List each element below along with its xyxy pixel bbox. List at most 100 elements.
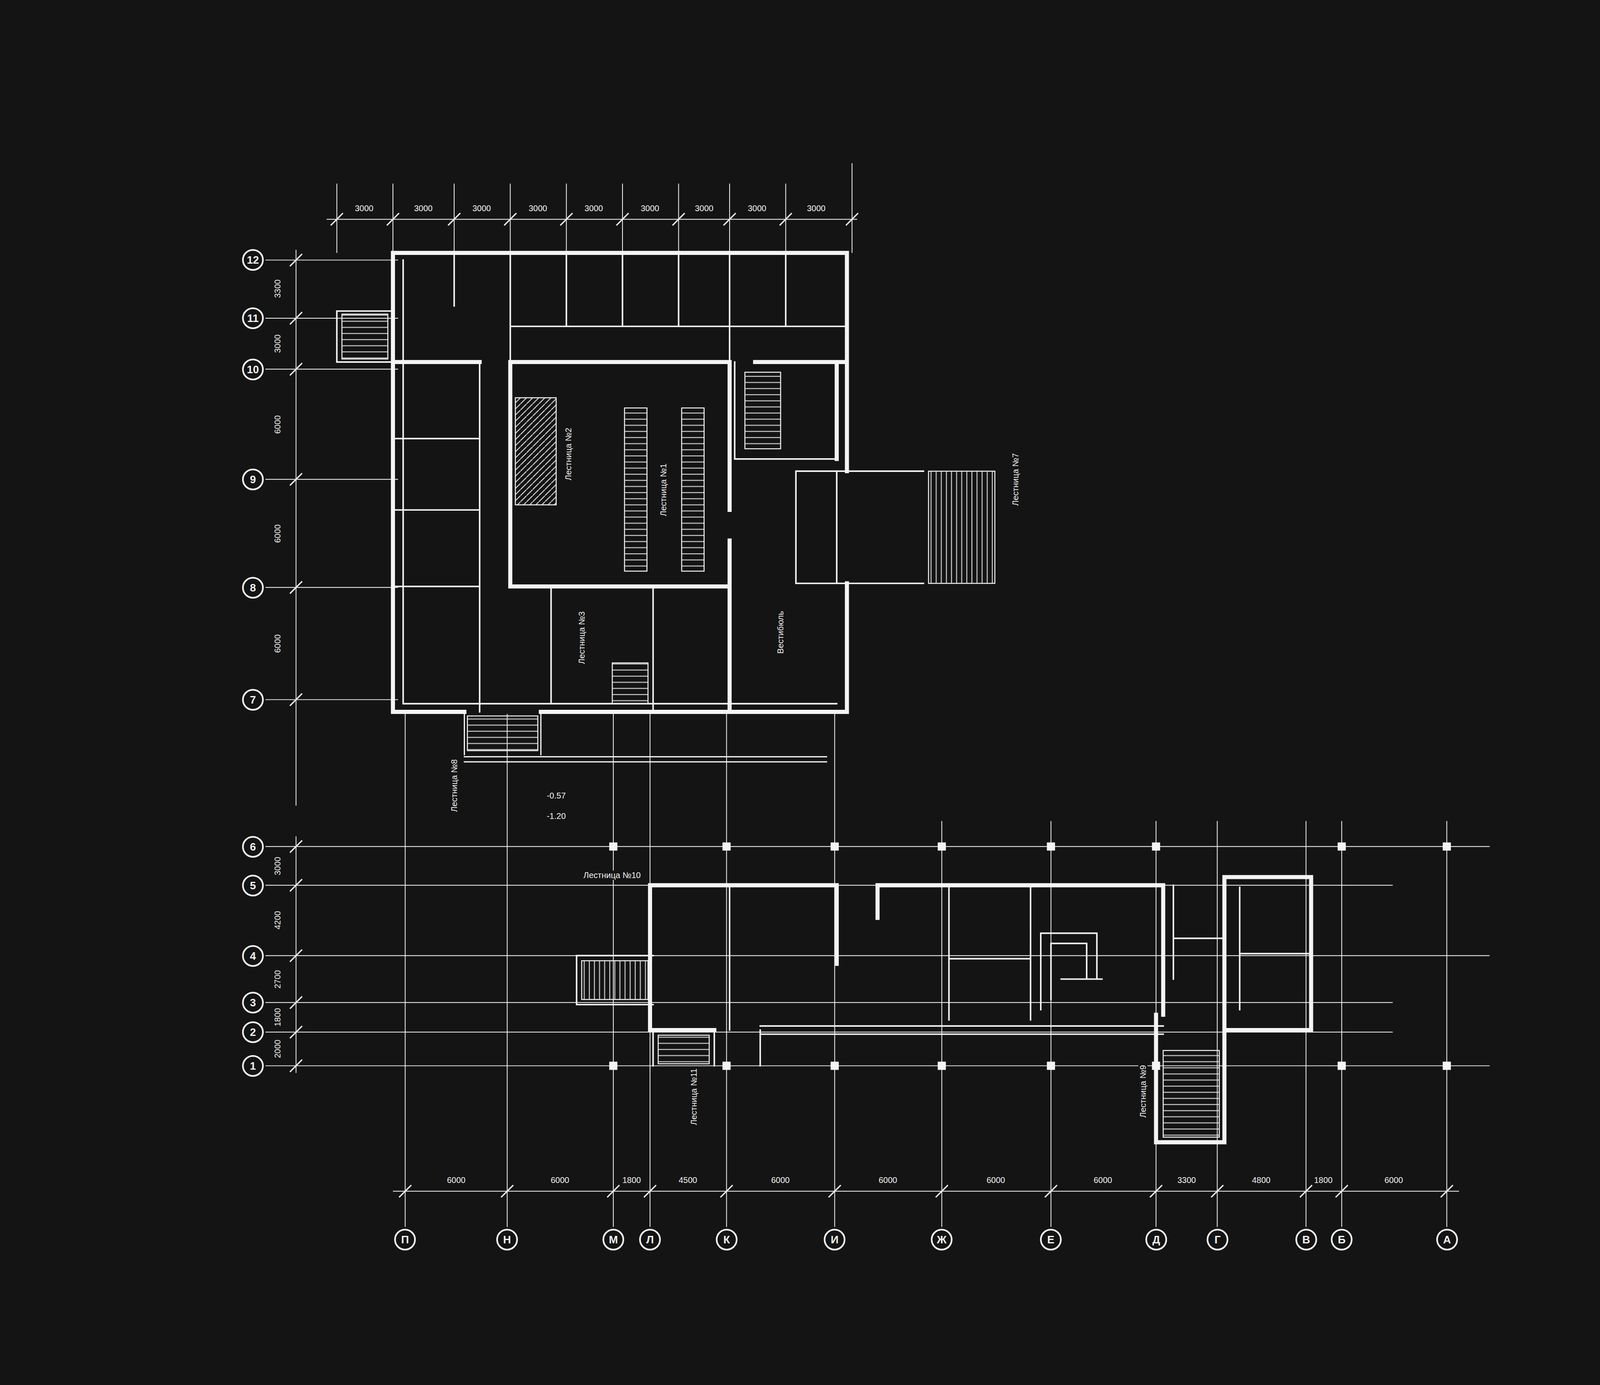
axis-mark: 11 bbox=[247, 312, 259, 324]
columns bbox=[609, 842, 1451, 1070]
dimension-text: 6000 bbox=[877, 1175, 899, 1185]
axis-line bbox=[405, 714, 1447, 1228]
axis-bubble: М bbox=[602, 1229, 625, 1251]
dimension-text: 3300 bbox=[272, 278, 283, 300]
axis-bubble: Л bbox=[639, 1229, 661, 1251]
axis-bubble: Е bbox=[1040, 1229, 1062, 1251]
axis-bubble: 10 bbox=[242, 358, 264, 381]
axis-mark: Г bbox=[1214, 1234, 1221, 1246]
axis-mark: 8 bbox=[250, 582, 256, 594]
axis-bubble: Ж bbox=[930, 1229, 953, 1251]
dimension-text: 3000 bbox=[412, 203, 435, 213]
axis-bubble: 3 bbox=[242, 992, 264, 1014]
dimension-text: 2000 bbox=[272, 1038, 283, 1060]
dimension-text: 3000 bbox=[639, 203, 661, 213]
axis-bubble: 8 bbox=[242, 577, 264, 599]
axis-mark: 6 bbox=[250, 841, 256, 853]
axis-mark: П bbox=[401, 1234, 410, 1246]
axis-mark: В bbox=[1302, 1234, 1311, 1246]
axis-mark: М bbox=[608, 1234, 618, 1246]
dimension-text: 3000 bbox=[272, 855, 283, 878]
dimension-text: 6000 bbox=[445, 1175, 468, 1185]
room-label: Лестница №9 bbox=[1138, 1064, 1148, 1120]
stairs bbox=[342, 314, 1220, 1138]
dimension-text: 3000 bbox=[272, 333, 283, 355]
stair-flight bbox=[681, 407, 705, 572]
room-label: Лестница №8 bbox=[449, 758, 459, 814]
axis-mark: Л bbox=[646, 1234, 654, 1246]
axis-mark: И bbox=[830, 1234, 839, 1246]
axis-mark: Н bbox=[503, 1234, 512, 1246]
dimension-text: 6000 bbox=[985, 1175, 1007, 1185]
dimension-text: 6000 bbox=[1383, 1175, 1405, 1185]
axis-mark: 10 bbox=[247, 364, 260, 375]
room-label: Вестибюль bbox=[775, 610, 785, 656]
axis-mark: 12 bbox=[247, 254, 260, 266]
dimension-text: 3300 bbox=[1176, 1175, 1198, 1185]
axis-bubble: 1 bbox=[242, 1055, 264, 1078]
room-label: Лестница №10 bbox=[582, 870, 642, 880]
bearing-wall bbox=[650, 877, 1312, 1143]
axis-line bbox=[265, 260, 398, 700]
room-label: Лестница №7 bbox=[1010, 452, 1020, 508]
dimension-text: 3000 bbox=[583, 203, 605, 213]
axis-mark: Ж bbox=[936, 1234, 947, 1246]
dimension-text: 3000 bbox=[805, 203, 828, 213]
dimension-text: 3000 bbox=[353, 203, 375, 213]
stair-flight bbox=[515, 397, 557, 505]
axis-mark: 3 bbox=[250, 997, 256, 1009]
walls bbox=[336, 252, 1311, 1143]
axis-bubble: 6 bbox=[242, 836, 264, 858]
axis-bubble: 4 bbox=[242, 945, 264, 968]
dimension-text: 1800 bbox=[1312, 1175, 1335, 1185]
dimension-text: -0.57 bbox=[545, 791, 568, 801]
stair-flight bbox=[658, 1035, 710, 1065]
axis-bubble: Д bbox=[1145, 1229, 1168, 1251]
axis-bubble: И bbox=[823, 1229, 846, 1251]
axis-mark: 9 bbox=[250, 474, 256, 485]
dimension-text: 4800 bbox=[1250, 1175, 1273, 1185]
axis-mark: 4 bbox=[250, 950, 256, 962]
dimension-text: 3000 bbox=[471, 203, 493, 213]
axis-bubble: К bbox=[715, 1229, 738, 1251]
room-label: Лестница №3 bbox=[577, 610, 587, 666]
axis-bubble: 7 bbox=[242, 689, 264, 711]
dimension-text: 6000 bbox=[272, 633, 283, 655]
room-label: Лестница №11 bbox=[689, 1067, 699, 1127]
axis-bubble: В bbox=[1295, 1229, 1318, 1251]
dimension-text: 6000 bbox=[272, 414, 283, 436]
axis-bubble: 2 bbox=[242, 1021, 264, 1044]
bearing-wall bbox=[392, 252, 848, 713]
axis-mark: Е bbox=[1047, 1234, 1055, 1246]
room-label: Лестница №2 bbox=[563, 426, 573, 482]
column bbox=[609, 842, 1451, 1070]
stair-flight bbox=[581, 960, 648, 1000]
entrance-ramp bbox=[464, 712, 827, 763]
grid-lines bbox=[265, 163, 1490, 1228]
stair-flight bbox=[745, 372, 781, 450]
dimension-text: 1800 bbox=[621, 1175, 643, 1185]
axis-mark: Б bbox=[1337, 1234, 1346, 1246]
stair-flight bbox=[624, 407, 648, 572]
axis-mark: К bbox=[723, 1234, 730, 1246]
dimension-text: 6000 bbox=[272, 523, 283, 545]
axis-bubble: 12 bbox=[242, 249, 264, 271]
stair-flight bbox=[1163, 1050, 1220, 1138]
dimension-text: 6000 bbox=[549, 1175, 571, 1185]
partition-wall bbox=[336, 252, 924, 713]
dimension-text: 2700 bbox=[272, 969, 283, 991]
dimension-text: 3000 bbox=[693, 203, 715, 213]
stair-flight bbox=[342, 314, 388, 360]
axis-mark: 5 bbox=[250, 880, 256, 892]
dimension-text: 3000 bbox=[746, 203, 768, 213]
axis-bubble: Б bbox=[1330, 1229, 1353, 1251]
dimension-text: 1800 bbox=[272, 1007, 283, 1029]
partition-wall bbox=[576, 885, 1312, 1066]
stair-flight bbox=[467, 716, 538, 751]
axis-mark: 2 bbox=[250, 1027, 256, 1038]
axis-mark: Д bbox=[1152, 1234, 1161, 1246]
dimension-text: 6000 bbox=[770, 1175, 792, 1185]
axis-bubble: А bbox=[1436, 1229, 1458, 1251]
